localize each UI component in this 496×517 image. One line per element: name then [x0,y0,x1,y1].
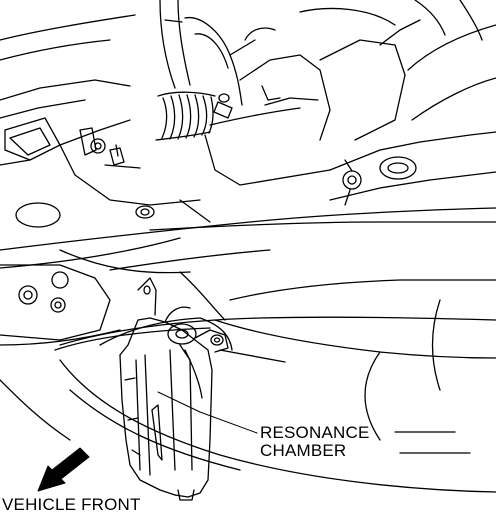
cross-member [0,200,496,273]
vehicle-front-label: VEHICLE FRONT [2,495,141,514]
resonance-label-line2: CHAMBER [260,440,347,460]
bumper-contours [0,272,496,492]
upper-components [0,0,496,185]
resonance-chamber [100,278,232,500]
resonance-leader-line-2 [158,392,200,412]
arrow-down-left-icon [38,448,89,491]
left-bracket [60,128,200,205]
right-bracket [330,132,496,205]
resonance-label-line1: RESONANCE [260,423,370,442]
lower-left-panel [0,265,120,345]
resonance-leader-line [200,412,257,433]
resonance-chamber-label: RESONANCE CHAMBER [260,424,370,460]
